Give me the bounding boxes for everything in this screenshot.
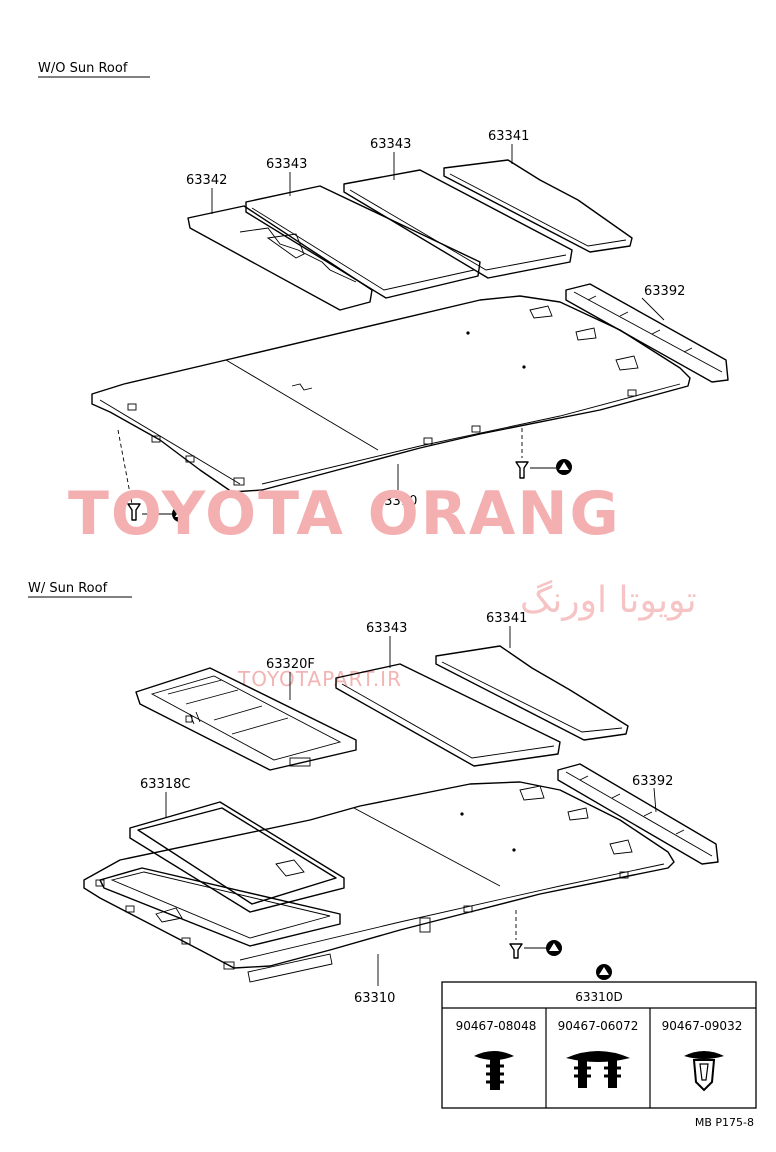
watermark: TOYOTA ORANG تویوتا اورنگ TOYOTAPART.IR <box>68 479 697 691</box>
section-without-sunroof: W/O Sun Roof <box>38 61 729 522</box>
watermark-site: TOYOTAPART.IR <box>237 667 402 691</box>
rail-63392-bottom <box>557 763 719 865</box>
pad-63342 <box>187 205 373 311</box>
label-63341: 63341 <box>488 129 529 144</box>
label-63343-bottom: 63343 <box>366 621 407 636</box>
headliner-63310-top <box>91 295 691 493</box>
label-63343-a: 63343 <box>266 157 307 172</box>
watermark-brand: TOYOTA ORANG <box>68 479 621 549</box>
clip-90467-08048-icon <box>474 1051 514 1090</box>
clip-callout-top-right <box>515 428 572 479</box>
section-title-without-sunroof: W/O Sun Roof <box>38 61 128 76</box>
label-63343-b: 63343 <box>370 137 411 152</box>
sunroof-housing-63320f <box>135 667 357 771</box>
section-with-sunroof: W/ Sun Roof <box>28 581 719 1006</box>
watermark-brand-fa: تویوتا اورنگ <box>520 579 697 621</box>
headliner-63310-bottom <box>83 781 675 983</box>
rail-63392-top <box>565 283 729 383</box>
clip-callout-bottom <box>509 910 562 959</box>
label-63341-bottom: 63341 <box>486 611 527 626</box>
clip-table-col-3: 90467-09032 <box>662 1019 743 1033</box>
clip-table-col-1: 90467-08048 <box>456 1019 537 1033</box>
clip-90467-09032-icon <box>684 1051 724 1092</box>
label-63310-bottom: 63310 <box>354 991 395 1006</box>
clip-table-header: 63310D <box>575 990 622 1004</box>
section-title-with-sunroof: W/ Sun Roof <box>28 581 108 596</box>
label-63320f: 63320F <box>266 657 315 672</box>
sunroof-trim-63318c <box>129 801 345 913</box>
pad-63343-right <box>343 169 573 279</box>
clip-90467-06072-icon <box>566 1051 630 1088</box>
label-63318c: 63318C <box>140 777 190 792</box>
clip-table: 63310D 90467-08048 90467-06072 90467-090… <box>441 964 757 1109</box>
diagram-code: MB P175-8 <box>695 1116 754 1129</box>
clip-callout-top-left <box>117 429 188 522</box>
pad-63341-bottom <box>435 645 629 741</box>
label-63392: 63392 <box>644 284 685 299</box>
pad-63343-left <box>245 185 481 299</box>
label-63342: 63342 <box>186 173 227 188</box>
pad-63341 <box>443 159 633 253</box>
label-63392-bottom: 63392 <box>632 774 673 789</box>
clip-table-col-2: 90467-06072 <box>558 1019 639 1033</box>
label-63310: 63310 <box>376 494 417 509</box>
pad-63343-bottom <box>335 663 561 767</box>
